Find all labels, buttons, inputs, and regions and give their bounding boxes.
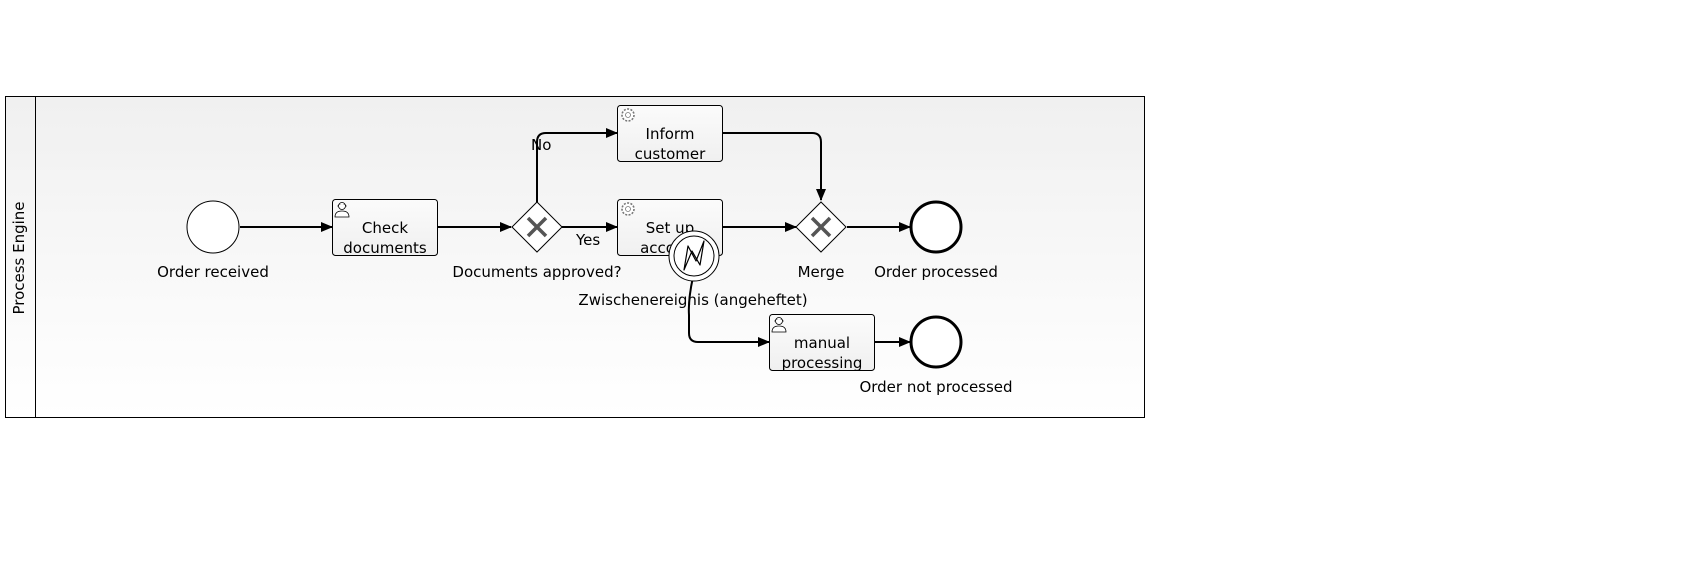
end-event-not-processed[interactable] (909, 315, 963, 369)
task-manual-line1: manual (794, 334, 850, 352)
task-setup-line1: Set up (646, 219, 694, 237)
gateway-merge-label: Merge (798, 263, 845, 281)
gear-icon (621, 108, 635, 122)
task-check-line2: documents (343, 239, 427, 257)
end-event-processed-label: Order processed (874, 263, 998, 281)
task-check-line1: Check (362, 219, 408, 237)
task-manual-line2: processing (782, 354, 863, 372)
flow-boundary-to-manual[interactable] (687, 276, 770, 347)
user-task-icon (771, 317, 787, 333)
flow-label-no: No (531, 136, 551, 154)
exclusive-gateway-x-icon (526, 216, 548, 238)
sequence-flows (240, 128, 911, 347)
pool[interactable]: Process Engine (5, 96, 1145, 418)
task-check-documents[interactable]: Check documents (332, 199, 438, 258)
start-event[interactable] (186, 200, 240, 254)
task-inform-line1: Inform (646, 125, 695, 143)
gateway-approved-label: Documents approved? (452, 263, 621, 281)
task-manual-processing[interactable]: manual processing (769, 314, 875, 373)
flow-inform-to-merge[interactable] (722, 132, 826, 201)
gear-icon (621, 202, 635, 216)
task-inform-line2: customer (635, 145, 706, 163)
exclusive-gateway-x-icon (810, 216, 832, 238)
end-event-processed[interactable] (909, 200, 963, 254)
error-icon (683, 240, 705, 271)
end-event-not-processed-label: Order not processed (859, 378, 1012, 396)
boundary-error-event[interactable] (668, 230, 720, 282)
task-inform-customer[interactable]: Inform customer (617, 105, 723, 164)
boundary-event-label: Zwischenereignis (angeheftet) (578, 291, 807, 309)
start-event-label: Order received (157, 263, 269, 281)
pool-label: Process Engine (10, 201, 28, 314)
user-task-icon (334, 202, 350, 218)
flow-label-yes: Yes (575, 231, 600, 249)
flow-gateway-no-to-inform[interactable] (536, 128, 618, 202)
gateway-merge[interactable] (795, 201, 847, 253)
gateway-documents-approved[interactable] (511, 201, 563, 253)
